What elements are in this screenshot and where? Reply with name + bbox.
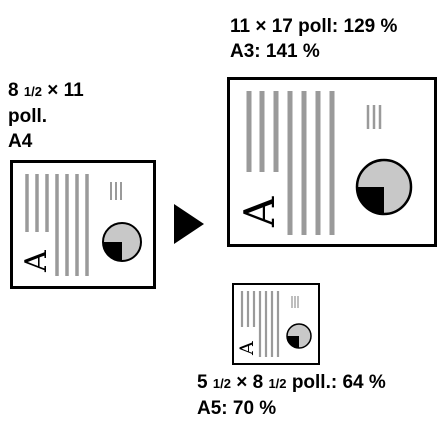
reduce-fraction-1: 1/2	[212, 376, 231, 391]
enlarged-page-icon: A	[227, 77, 437, 247]
pie-chart-icon	[286, 323, 312, 349]
source-size-line: 8 1/2 × 11	[8, 78, 84, 104]
pie-chart-icon	[102, 222, 142, 262]
small-text-lines	[366, 105, 382, 129]
source-size-number: 8	[8, 80, 19, 101]
source-iso-size: A4	[8, 131, 33, 152]
enlarge-imperial: 11 × 17 poll: 129 %	[230, 16, 398, 37]
reduce-number-1: 5	[197, 372, 208, 393]
reduce-rest: poll.: 64 %	[291, 372, 386, 393]
page-letter: A	[235, 196, 284, 228]
pie-chart-icon	[355, 158, 413, 216]
source-page-icon: A	[10, 160, 156, 289]
text-lines	[240, 291, 280, 357]
page-letter: A	[19, 250, 54, 273]
reduce-fraction-2: 1/2	[268, 376, 287, 391]
small-text-lines	[291, 296, 299, 308]
text-lines	[246, 91, 335, 235]
source-size-rest: × 11	[47, 80, 84, 101]
source-unit: poll.	[8, 106, 48, 127]
reduce-mid: × 8	[236, 372, 264, 393]
arrow-right-icon	[174, 204, 204, 244]
enlarge-iso: A3: 141 %	[230, 41, 320, 62]
reduced-page-icon: A	[232, 283, 320, 365]
source-size-label: 8 1/2 × 11 poll. A4	[8, 78, 84, 154]
enlarge-label: 11 × 17 poll: 129 % A3: 141 %	[230, 14, 397, 64]
reduce-label: 5 1/2 × 8 1/2 poll.: 64 % A5: 70 %	[197, 370, 386, 421]
text-lines	[25, 174, 89, 276]
page-letter: A	[236, 341, 258, 356]
small-text-lines	[110, 182, 122, 200]
reduce-iso: A5: 70 %	[197, 398, 277, 419]
source-size-fraction: 1/2	[23, 84, 42, 99]
reduce-imperial: 5 1/2 × 8 1/2 poll.: 64 %	[197, 370, 386, 396]
